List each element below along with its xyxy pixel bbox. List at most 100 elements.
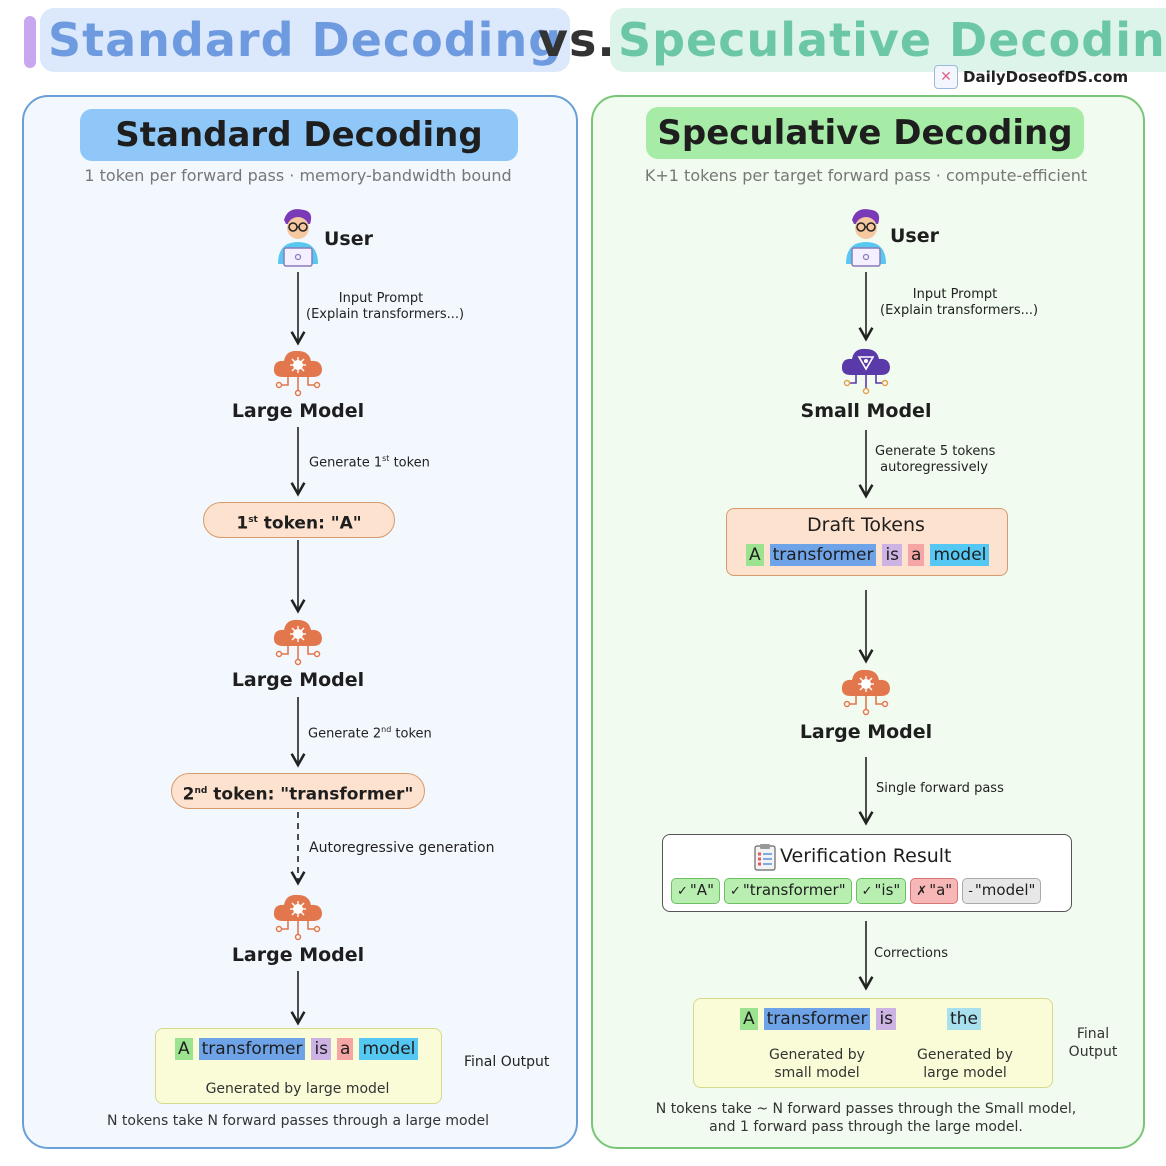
left-edge-input-prompt-line1: Input Prompt [338, 291, 424, 306]
final-word-is: is [876, 1008, 897, 1030]
left-final-output-label: Final Output [464, 1054, 550, 1070]
speculative-subtitle: K+1 tokens per target forward pass · com… [644, 166, 1088, 185]
final-large-model-word: the [947, 1008, 981, 1030]
right-edge-single-pass: Single forward pass [876, 781, 1004, 796]
speculative-panel [591, 95, 1145, 1149]
large-model-cloud-icon [271, 347, 325, 397]
brand-text: DailyDoseofDS.com [963, 68, 1129, 86]
edge-gen1-text: Generate 1 [309, 455, 383, 471]
draft-word-a-lower: a [908, 544, 925, 566]
word-is: is [311, 1038, 332, 1060]
draft-word-a: A [746, 544, 764, 566]
token-1-sup: st [248, 515, 258, 525]
large-model-label-2: Large Model [231, 669, 365, 691]
left-edge-input-prompt-line2: (Explain transformers...) [306, 307, 465, 322]
right-large-model-label: Large Model [799, 721, 933, 743]
edge-generate-5-line2: autoregressively [880, 460, 988, 475]
caption-large-model: Generated by large model [896, 1046, 1034, 1082]
user-icon [842, 206, 890, 268]
final-word-the: the [947, 1008, 981, 1030]
clipboard-checklist-icon [752, 843, 778, 871]
verify-chip-rejected: ✗"a" [910, 878, 959, 904]
large-model-cloud-icon [271, 616, 325, 666]
verify-chip-text: "transformer" [742, 881, 846, 899]
dash-icon: - [968, 884, 973, 899]
right-footer-line2: and 1 forward pass through the large mod… [709, 1119, 1023, 1135]
header-vs: vs. [538, 13, 616, 67]
verify-chip-accepted: ✓"A" [671, 878, 720, 904]
large-model-cloud-icon [839, 666, 893, 716]
draft-word-transformer: transformer [769, 544, 877, 566]
check-circle-icon: ✓ [861, 884, 873, 899]
token-2-pill: 2nd token: "transformer" [171, 773, 425, 809]
right-edge-input-prompt-line1: Input Prompt [912, 287, 998, 302]
right-footer: N tokens take ~ N forward passes through… [596, 1100, 1136, 1136]
word-transformer: transformer [198, 1038, 306, 1060]
token-2-text: token: "transformer" [207, 784, 414, 805]
left-output-caption: Generated by large model [205, 1081, 390, 1097]
standard-panel-title: Standard Decoding [80, 109, 518, 161]
verify-chip-text: "A" [689, 881, 714, 899]
final-word-transformer: transformer [763, 1008, 871, 1030]
verify-chip-text: "model" [974, 881, 1036, 899]
verify-chip-discarded: -"model" [962, 878, 1042, 904]
brand-logo-icon: ✕ [934, 65, 958, 89]
right-user-label: User [890, 225, 939, 247]
token-1-pill: 1st token: "A" [203, 502, 395, 538]
user-icon [274, 206, 322, 268]
brand: ✕ DailyDoseofDS.com [934, 64, 1128, 90]
caption-large-model-line2: large model [923, 1065, 1007, 1081]
edge-generate-5-line1: Generate 5 tokens [875, 444, 996, 459]
large-model-label-3: Large Model [231, 944, 365, 966]
token-1-text: token: "A" [257, 513, 362, 534]
right-edge-generate-5: Generate 5 tokens autoregressively [875, 444, 996, 476]
left-edge-input-prompt: Input Prompt (Explain transformers...) [306, 291, 465, 323]
edge-gen2-suffix: token [391, 726, 432, 742]
header-title-standard: Standard Decoding [40, 8, 571, 72]
token-1-num: 1 [236, 513, 249, 534]
right-edge-corrections: Corrections [874, 946, 949, 961]
draft-word-is: is [882, 544, 903, 566]
word-model: model [359, 1038, 419, 1060]
speculative-panel-title: Speculative Decoding [646, 107, 1084, 159]
caption-small-model: Generated by small model [748, 1046, 886, 1082]
final-word-a: A [740, 1008, 758, 1030]
token-2-num: 2 [182, 784, 195, 805]
verification-title: Verification Result [780, 845, 952, 867]
verify-chip-accepted: ✓"transformer" [723, 878, 852, 904]
verify-chip-accepted: ✓"is" [855, 878, 907, 904]
verify-chip-text: "is" [874, 881, 901, 899]
left-footer: N tokens take N forward passes through a… [106, 1113, 490, 1129]
small-model-cloud-icon [839, 345, 893, 395]
check-circle-icon: ✓ [729, 884, 741, 899]
right-footer-line1: N tokens take ~ N forward passes through… [655, 1101, 1077, 1117]
header-title-speculative: Speculative Decoding [610, 8, 1166, 72]
right-final-output-label: Final Output [1062, 1025, 1124, 1061]
caption-small-model-line1: Generated by [769, 1047, 865, 1063]
verify-chip-text: "a" [929, 881, 953, 899]
left-edge-generate-1st: Generate 1st token [309, 451, 430, 471]
left-edge-generate-2nd: Generate 2nd token [308, 722, 432, 742]
edge-gen2-sup: nd [381, 725, 392, 734]
draft-tokens-title: Draft Tokens [807, 514, 925, 536]
final-output-line1: Final [1076, 1026, 1110, 1042]
large-model-cloud-icon [271, 891, 325, 941]
caption-large-model-line1: Generated by [917, 1047, 1013, 1063]
token-2-sup: nd [194, 786, 208, 796]
word-a-lower: a [337, 1038, 354, 1060]
edge-gen2-text: Generate 2 [308, 726, 382, 742]
x-circle-icon: ✗ [916, 884, 928, 899]
right-edge-input-prompt-line2: (Explain transformers...) [880, 303, 1039, 318]
edge-gen1-suffix: token [389, 455, 430, 471]
word-a: A [175, 1038, 193, 1060]
left-edge-autoregressive: Autoregressive generation [309, 840, 495, 856]
edge-gen1-sup: st [382, 454, 390, 463]
check-circle-icon: ✓ [677, 884, 688, 899]
draft-word-model: model [930, 544, 990, 566]
final-output-line2: Output [1068, 1044, 1118, 1060]
large-model-label-1: Large Model [231, 400, 365, 422]
